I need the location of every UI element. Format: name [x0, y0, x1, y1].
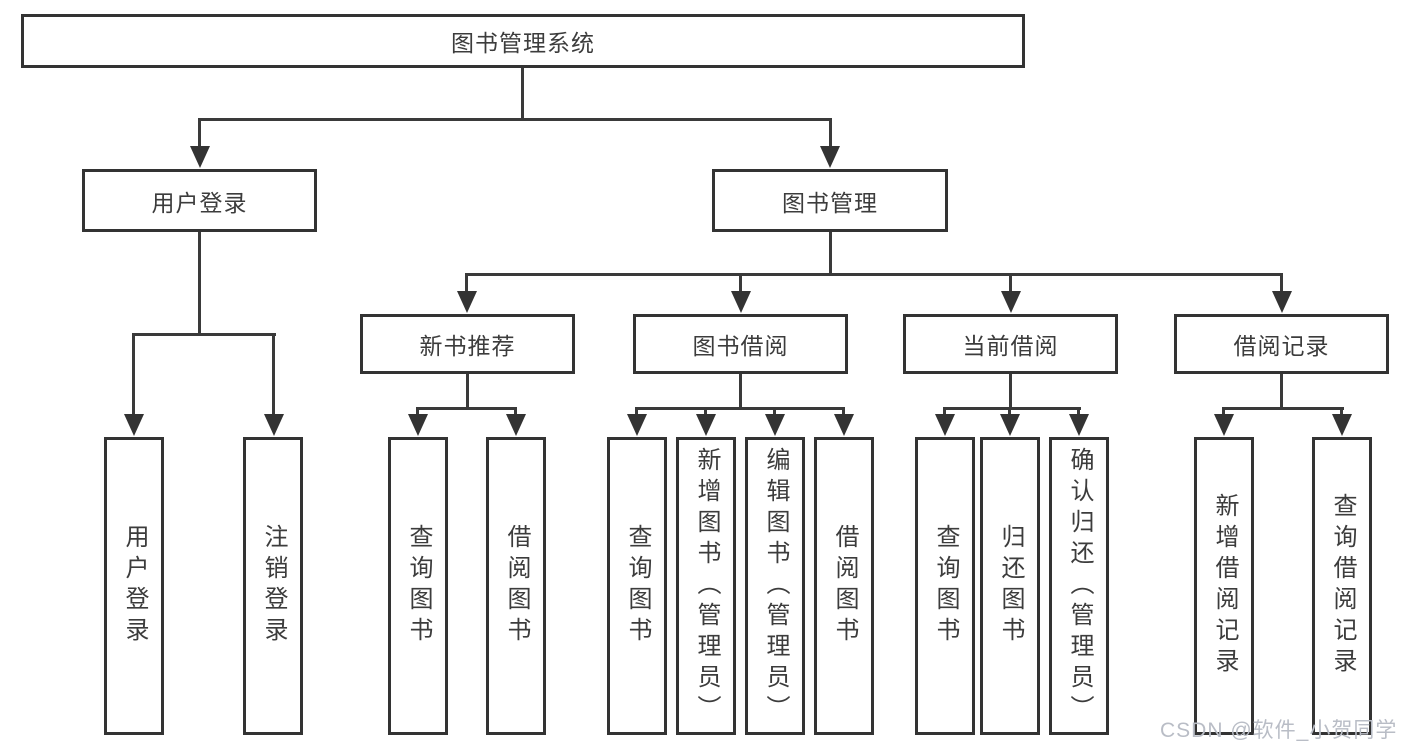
- arrowhead-return-book: [1000, 414, 1020, 436]
- arrowhead-edit-book: [765, 414, 785, 436]
- arrowhead-user-login: [190, 146, 210, 168]
- connector-borrow-records-rail: [1222, 407, 1344, 410]
- arrowhead-leaf-logout: [264, 414, 284, 436]
- node-leaf-query-books-1: 查询图书: [388, 437, 448, 735]
- node-leaf-borrow-books-2-label: 借阅图书: [831, 524, 858, 648]
- connector-to-book-management: [829, 120, 832, 148]
- arrowhead-borrow2: [834, 414, 854, 436]
- node-borrow-records: 借阅记录: [1174, 314, 1389, 374]
- connector-user-login-rail: [132, 333, 276, 336]
- node-leaf-return-book: 归还图书: [980, 437, 1040, 735]
- connector-to-confirm-return: [1077, 409, 1080, 417]
- node-leaf-logout-label: 注销登录: [260, 524, 287, 648]
- node-leaf-query-borrow-record: 查询借阅记录: [1312, 437, 1372, 735]
- node-library-system: 图书管理系统: [21, 14, 1025, 68]
- arrowhead-new-book: [457, 291, 477, 313]
- node-leaf-query-books-3-label: 查询图书: [932, 524, 959, 648]
- node-current-borrow: 当前借阅: [903, 314, 1118, 374]
- arrowhead-add-book: [696, 414, 716, 436]
- node-leaf-add-book-admin-label: 新增图书（管理员）: [693, 446, 720, 726]
- connector-to-add-book: [704, 409, 707, 417]
- csdn-watermark: CSDN @软件_小贺同学: [1160, 719, 1398, 742]
- connector-to-borrow1: [514, 409, 517, 417]
- connector-to-query1: [416, 409, 419, 417]
- node-library-system-label: 图书管理系统: [451, 30, 595, 56]
- connector-to-leaf-logout: [272, 335, 275, 415]
- arrowhead-confirm-return: [1069, 414, 1089, 436]
- connector-root-rail: [198, 118, 832, 121]
- connector-to-user-login: [198, 120, 201, 148]
- connector-to-borrow-records: [1280, 275, 1283, 292]
- arrowhead-book-management: [820, 146, 840, 168]
- node-new-book-recommend-label: 新书推荐: [419, 333, 516, 359]
- connector-book-mgmt-stub: [829, 232, 832, 275]
- node-leaf-return-book-label: 归还图书: [997, 524, 1024, 648]
- connector-to-query2: [635, 409, 638, 417]
- node-leaf-user-login: 用户登录: [104, 437, 164, 735]
- connector-to-leaf-login: [132, 335, 135, 415]
- node-leaf-confirm-return-admin: 确认归还（管理员）: [1049, 437, 1109, 735]
- node-leaf-logout: 注销登录: [243, 437, 303, 735]
- node-leaf-query-books-2-label: 查询图书: [624, 524, 651, 648]
- node-leaf-confirm-return-admin-label: 确认归还（管理员）: [1066, 446, 1093, 726]
- arrowhead-current-borrow: [1001, 291, 1021, 313]
- connector-user-login-stub: [198, 232, 201, 335]
- node-leaf-query-borrow-record-label: 查询借阅记录: [1329, 493, 1356, 679]
- node-leaf-add-borrow-record-label: 新增借阅记录: [1211, 493, 1238, 679]
- node-leaf-borrow-books-1: 借阅图书: [486, 437, 546, 735]
- arrowhead-book-borrow: [731, 291, 751, 313]
- node-leaf-borrow-books-2: 借阅图书: [814, 437, 874, 735]
- node-new-book-recommend: 新书推荐: [360, 314, 575, 374]
- connector-book-mgmt-rail: [465, 273, 1283, 276]
- node-leaf-user-login-label: 用户登录: [121, 524, 148, 648]
- node-borrow-records-label: 借阅记录: [1233, 333, 1330, 359]
- connector-current-borrow-stub: [1009, 374, 1012, 409]
- connector-current-borrow-rail: [943, 407, 1081, 410]
- node-book-borrow-label: 图书借阅: [692, 333, 789, 359]
- arrowhead-add-record: [1214, 414, 1234, 436]
- node-leaf-query-books-1-label: 查询图书: [405, 524, 432, 648]
- node-leaf-edit-book-admin: 编辑图书（管理员）: [745, 437, 805, 735]
- node-user-login-label: 用户登录: [151, 189, 248, 216]
- node-leaf-add-book-admin: 新增图书（管理员）: [676, 437, 736, 735]
- connector-borrow-records-stub: [1280, 374, 1283, 409]
- connector-to-return-book: [1008, 409, 1011, 417]
- node-leaf-borrow-books-1-label: 借阅图书: [503, 524, 530, 648]
- connector-book-borrow-rail: [635, 407, 845, 410]
- connector-to-edit-book: [773, 409, 776, 417]
- node-current-borrow-label: 当前借阅: [962, 333, 1059, 359]
- connector-to-query-record: [1340, 409, 1343, 417]
- connector-root-stub: [521, 68, 524, 120]
- connector-book-borrow-stub: [739, 374, 742, 409]
- node-user-login: 用户登录: [82, 169, 317, 232]
- node-book-management-label: 图书管理: [782, 189, 878, 216]
- connector-to-current-borrow: [1009, 275, 1012, 292]
- arrowhead-borrow1: [506, 414, 526, 436]
- node-leaf-query-books-3: 查询图书: [915, 437, 975, 735]
- node-book-borrow: 图书借阅: [633, 314, 848, 374]
- arrowhead-query-record: [1332, 414, 1352, 436]
- arrowhead-leaf-login: [124, 414, 144, 436]
- arrowhead-query2: [627, 414, 647, 436]
- node-leaf-add-borrow-record: 新增借阅记录: [1194, 437, 1254, 735]
- arrowhead-query1: [408, 414, 428, 436]
- connector-to-new-book: [465, 275, 468, 292]
- connector-new-book-stub: [466, 374, 469, 409]
- node-leaf-query-books-2: 查询图书: [607, 437, 667, 735]
- connector-new-book-rail: [416, 407, 517, 410]
- node-book-management: 图书管理: [712, 169, 948, 232]
- connector-to-query3: [943, 409, 946, 417]
- connector-to-borrow2: [842, 409, 845, 417]
- arrowhead-query3: [935, 414, 955, 436]
- arrowhead-borrow-records: [1272, 291, 1292, 313]
- connector-to-book-borrow: [739, 275, 742, 292]
- connector-to-add-record: [1222, 409, 1225, 417]
- node-leaf-edit-book-admin-label: 编辑图书（管理员）: [762, 446, 789, 726]
